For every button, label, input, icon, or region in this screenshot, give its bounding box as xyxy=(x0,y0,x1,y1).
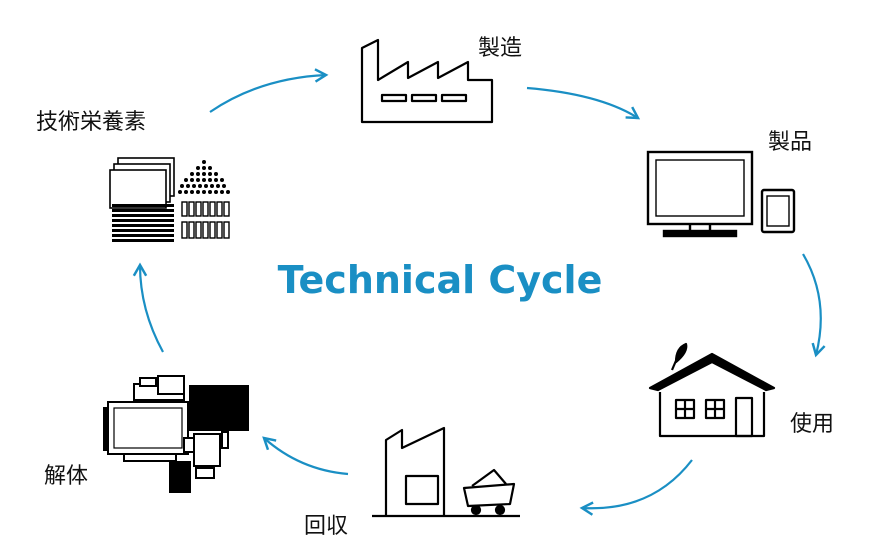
arrow-product-to-use xyxy=(802,253,826,358)
technical-nutrients-icon xyxy=(109,157,230,242)
recycling-plant-icon xyxy=(372,426,520,518)
arrow-collection-to-disassembly xyxy=(262,436,349,476)
arrow-use-to-collection xyxy=(579,459,693,516)
stacked-sheets xyxy=(112,204,174,242)
house-icon xyxy=(648,342,776,438)
tv-tablet-icon xyxy=(646,150,796,238)
label-disassembly: 解体 xyxy=(44,464,89,489)
diagram-title: Technical Cycle xyxy=(277,258,603,302)
factory-icon xyxy=(360,38,494,124)
label-collection: 回収 xyxy=(304,514,349,539)
arrow-disassembly-to-nutrients xyxy=(132,262,164,353)
pellet-pile xyxy=(178,160,230,194)
cycle-arrows xyxy=(132,68,826,516)
disassembled-parts-icon xyxy=(103,375,249,493)
label-use: 使用 xyxy=(790,412,835,437)
label-product: 製品 xyxy=(768,130,813,155)
arrow-nutrients-to-manufacturing xyxy=(209,68,329,113)
label-manufacturing: 製造 xyxy=(478,36,523,61)
label-technical-nutrients: 技術栄養素 xyxy=(36,110,147,135)
arrow-manufacturing-to-product xyxy=(526,86,641,120)
ingot-bars xyxy=(181,201,230,239)
